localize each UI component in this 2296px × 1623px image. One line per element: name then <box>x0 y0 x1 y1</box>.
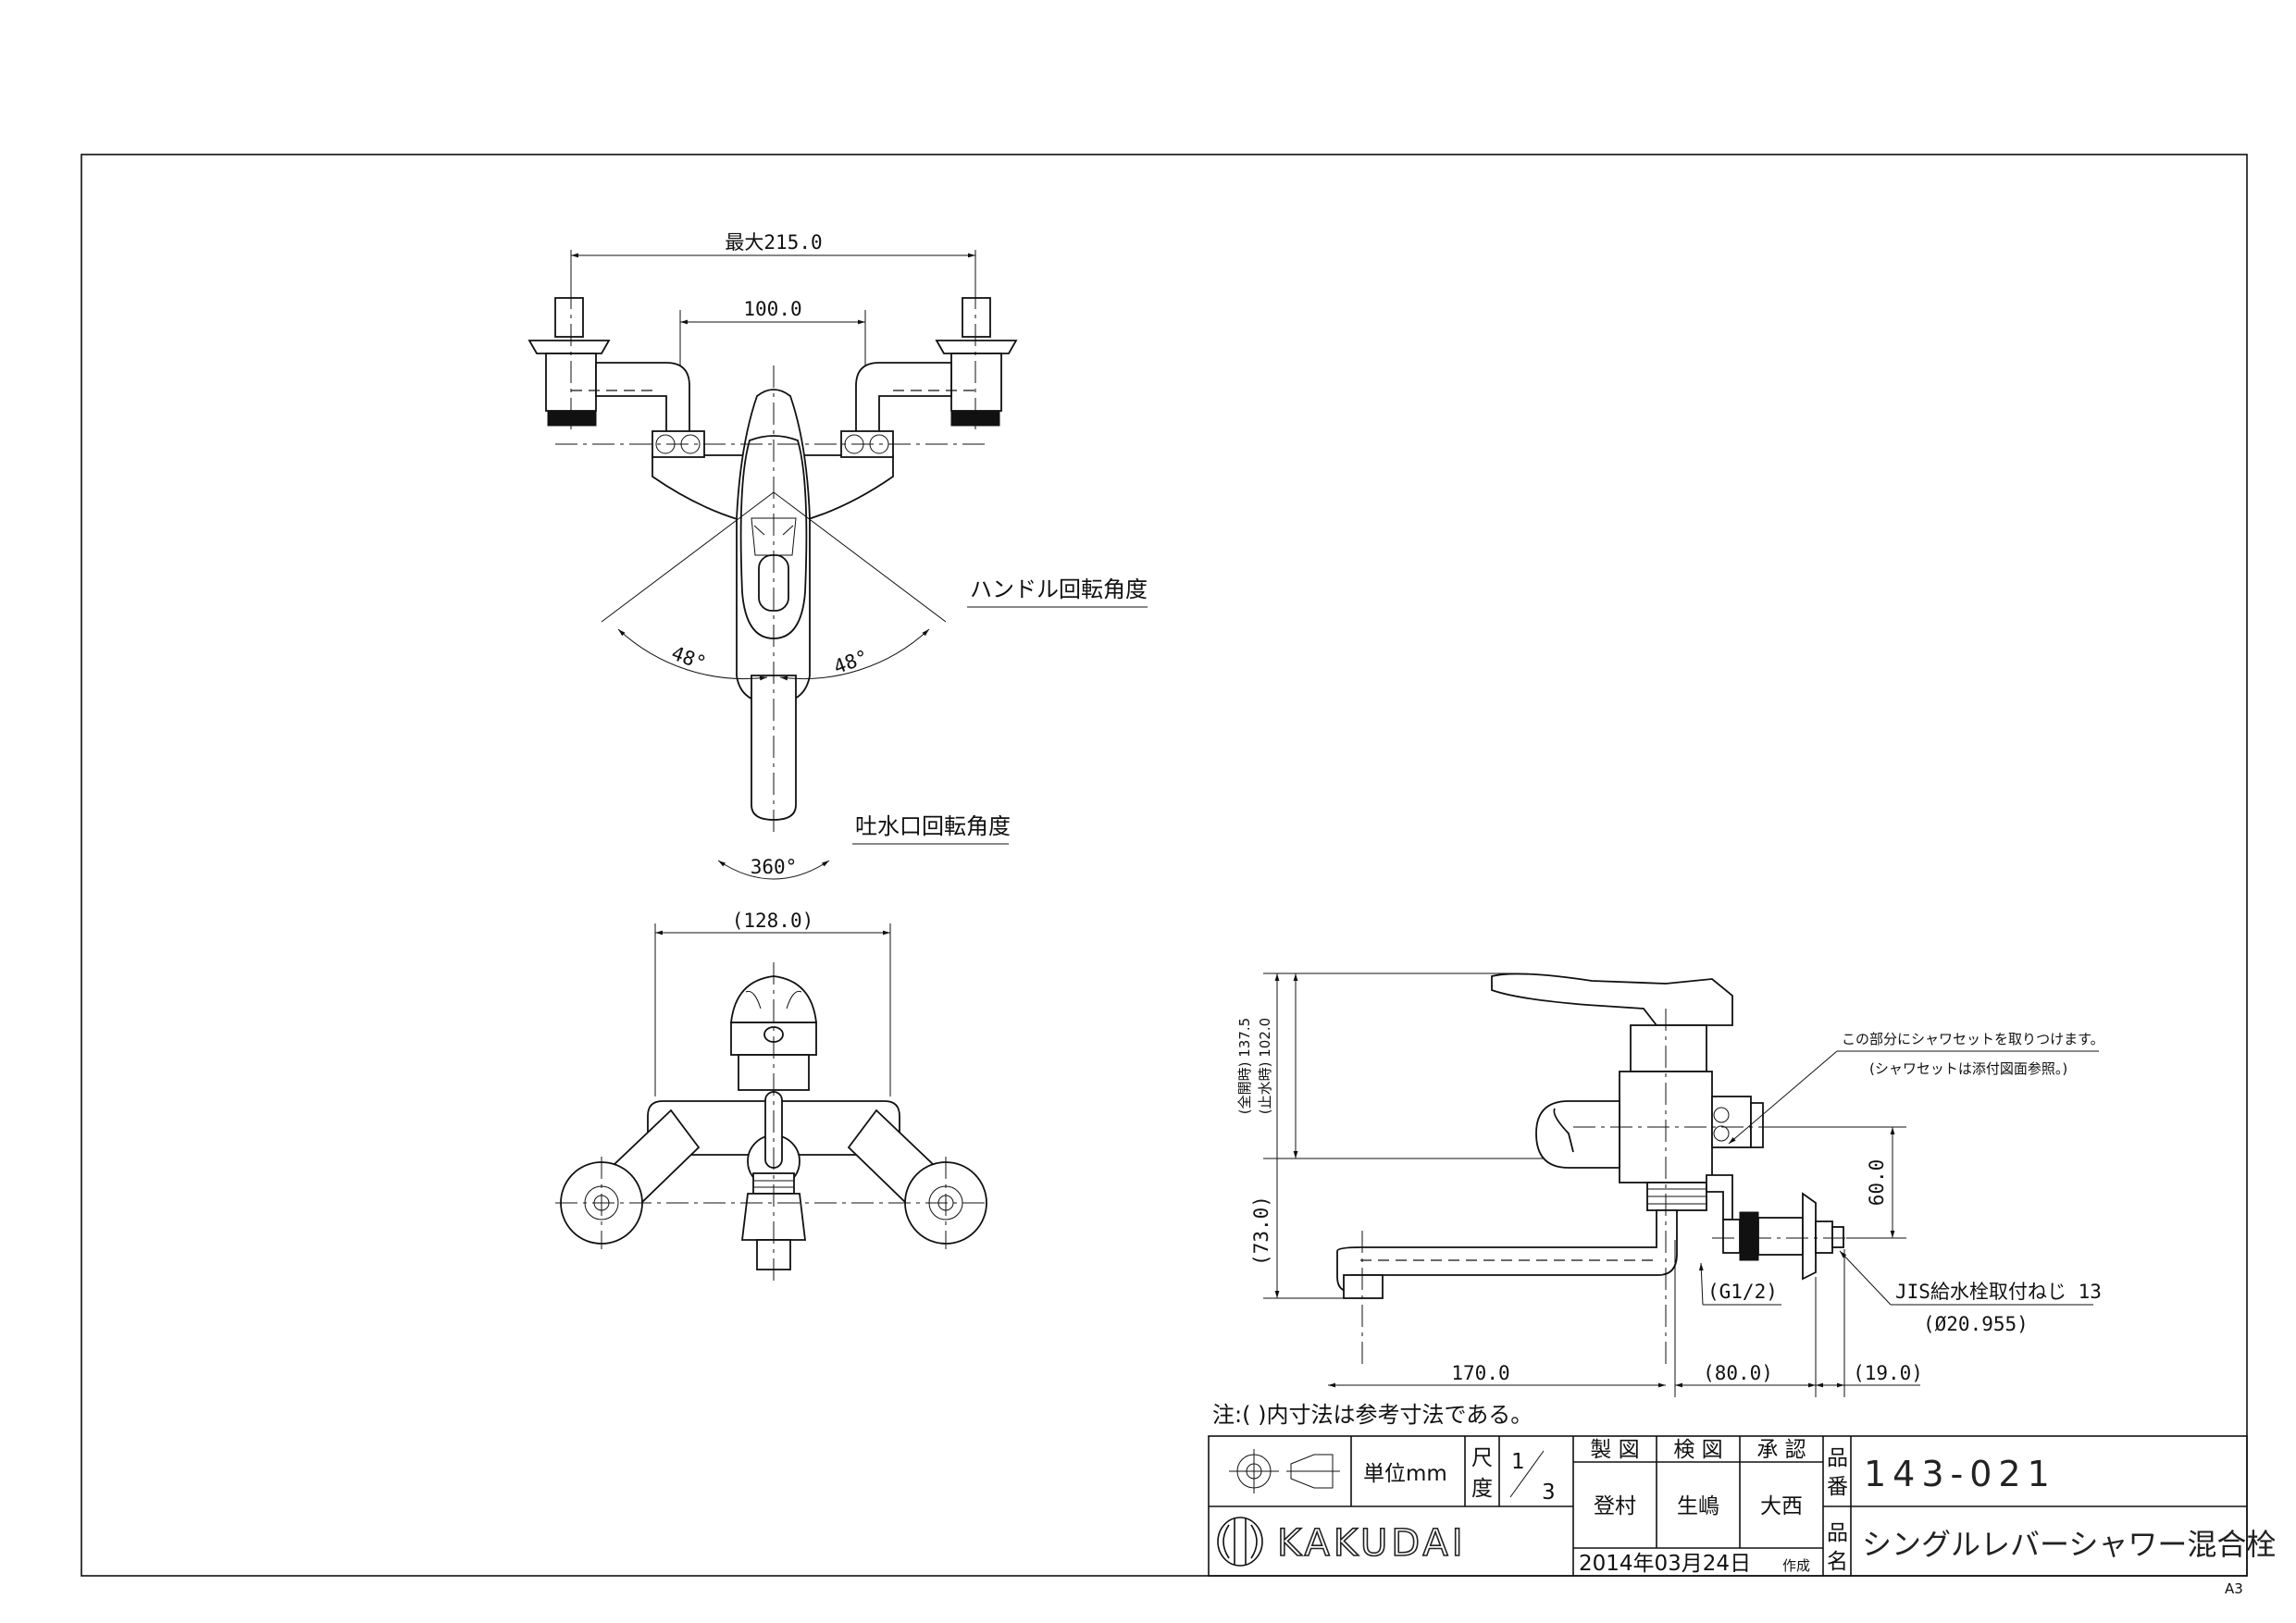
dim-height-closed: (止水時) 102.0 <box>1257 1018 1273 1114</box>
front-view: (128.0) <box>555 910 990 1282</box>
callout-jis-line2: (Ø20.955) <box>1923 1313 2029 1335</box>
scale-denominator: 3 <box>1542 1481 1556 1505</box>
scale-label-top: 尺 <box>1471 1446 1493 1470</box>
side-view: (全開時) 137.5 (止水時) 102.0 (73.0) <box>1236 973 2104 1397</box>
drawing-border <box>81 154 2248 1577</box>
sheet-size: A3 <box>2225 1580 2243 1597</box>
dim-height-open: (全開時) 137.5 <box>1236 1018 1253 1114</box>
angle-right-label: 48° <box>831 646 872 679</box>
callout-jis-line1: JIS給水栓取付ねじ 13 <box>1895 1281 2102 1303</box>
callout-shower-line2: (シャワセットは添付図面参照。) <box>1869 1060 2067 1077</box>
dim-front-width: (128.0) <box>732 910 814 932</box>
part-name-label-bottom: 名 <box>1827 1550 1848 1574</box>
spout-angle-label: 吐水口回転角度 <box>855 813 1011 839</box>
callout-shower-line1: この部分にシャワセットを取りつけます。 <box>1842 1031 2104 1047</box>
handle-angle-label: ハンドル回転角度 <box>970 576 1148 602</box>
checked-name: 生嶋 <box>1677 1494 1719 1518</box>
part-name-label-top: 品 <box>1827 1521 1848 1545</box>
third-angle-projection-icon <box>1229 1449 1340 1493</box>
drawn-header: 製 図 <box>1590 1438 1639 1462</box>
approved-name: 大西 <box>1760 1494 1803 1518</box>
top-view: 最大215.0 100.0 <box>527 231 1148 880</box>
reference-note: 注:( )内寸法は参考寸法である。 <box>1212 1402 1533 1428</box>
dim-center-pitch: 100.0 <box>743 298 801 320</box>
title-block: 単位mm 尺 度 1 3 製 図 検 図 承 認 登村 生嶋 大西 2014年0… <box>1208 1435 2276 1577</box>
dim-connector: 60.0 <box>1866 1159 1888 1207</box>
scale-numerator: 1 <box>1511 1450 1525 1474</box>
dim-max-width: 最大215.0 <box>725 231 822 254</box>
part-number: 143-021 <box>1864 1454 2056 1494</box>
part-no-label-bottom: 番 <box>1827 1475 1848 1499</box>
dim-spout-reach: 170.0 <box>1451 1362 1509 1384</box>
dim-spout-height: (73.0) <box>1250 1196 1272 1266</box>
dim-body-depth: (80.0) <box>1703 1362 1773 1384</box>
company-logo: KAKUDAI <box>1217 1517 1467 1567</box>
dim-wall-offset: (19.0) <box>1853 1362 1923 1384</box>
unit-label: 単位mm <box>1363 1462 1447 1486</box>
angle-left-label: 48° <box>668 642 709 675</box>
drawn-name: 登村 <box>1594 1494 1636 1518</box>
callout-thread: (G1/2) <box>1707 1281 1778 1303</box>
approved-header: 承 認 <box>1756 1438 1806 1462</box>
checked-header: 検 図 <box>1673 1438 1722 1462</box>
scale-label-bottom: 度 <box>1471 1477 1493 1501</box>
company-name: KAKUDAI <box>1277 1522 1467 1565</box>
part-no-label-top: 品 <box>1827 1446 1848 1470</box>
date-suffix: 作成 <box>1782 1557 1810 1574</box>
part-name: シングルレバーシャワー混合栓 <box>1862 1527 2276 1562</box>
drawing-date: 2014年03月24日 <box>1579 1552 1751 1576</box>
angle-spout-label: 360° <box>751 856 798 878</box>
